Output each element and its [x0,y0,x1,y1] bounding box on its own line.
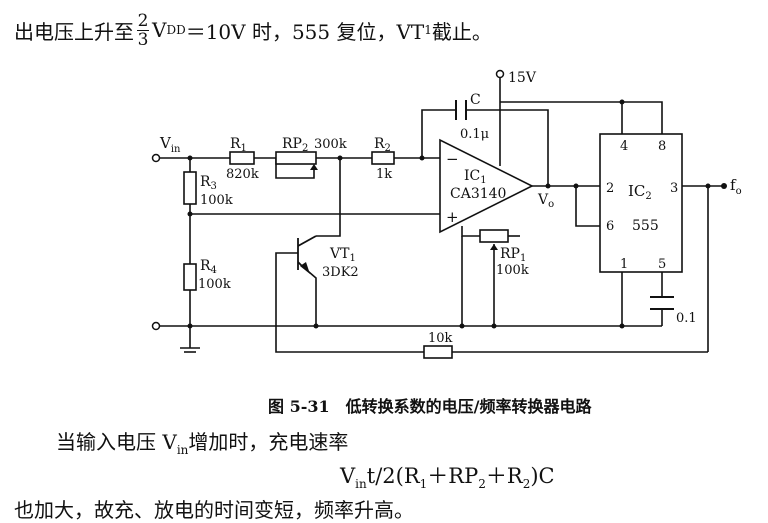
formula-sub-c: 2 [478,477,486,492]
c-value: 0.1μ [460,127,489,142]
c2-value: 0.1 [676,311,697,326]
r1-resistor [229,151,255,165]
ic2-label: IC2 [628,182,652,202]
ic2-part: 555 [632,218,659,234]
fraction-denominator: 3 [137,29,149,50]
formula-sub-d: 2 [522,477,531,492]
r3-label: R3 [200,174,217,192]
fraction-numerator: 2 [137,10,149,31]
formula-sub-a: in [355,477,367,492]
rp2-label: RP2 [282,136,308,154]
r2-value: 1k [376,167,392,182]
c2-capacitor [650,296,674,310]
vdd-subscript: DD [166,23,186,37]
ic1-label: IC1 [464,168,487,186]
pin1-label: 1 [620,257,628,272]
circuit-schematic: Vin R1 820k RP2 300k R2 1k R3 100k R4 10… [151,69,742,359]
ic1-part: CA3140 [450,186,506,202]
top-text-middle: ＝10V 时，555 复位，VT [185,19,425,44]
paragraph-1: 当输入电压 Vin增加时，充电速率 [56,426,348,457]
supply-label: 15V [508,70,537,86]
rp1-label: RP1 [500,246,526,264]
r4-value: 100k [198,277,231,292]
formula-part-d: ＋R [485,464,523,488]
rp2-value: 300k [314,137,347,152]
r2-resistor [371,151,395,165]
r4-resistor [183,263,197,291]
ground-terminal [151,321,161,331]
circuit-wires [156,78,722,353]
ic2-555-box [599,133,683,273]
fraction-bar [137,29,149,31]
r2-label: R2 [374,136,391,154]
vdd-symbol: V [152,18,167,42]
rp2-wiper-arrow [310,164,318,170]
vt1-emitter-arrow [300,262,310,274]
formula: Vint/2(R1＋RP2＋R2)C [340,460,555,491]
pin6-label: 6 [606,219,614,234]
para1-pre: 当输入电压 V [56,430,177,454]
supply-terminal [495,69,505,79]
top-text-end: 截止。 [431,19,492,44]
junction-dots [187,99,711,329]
formula-part-a: V [340,464,356,488]
c-label: C [470,92,481,108]
rp1-value: 100k [496,263,529,278]
formula-part-b: t/2(R [366,464,420,488]
pin2-label: 2 [606,181,614,196]
vt1-transistor [297,235,317,270]
r3-resistor [183,171,197,205]
rp2-potentiometer [275,151,317,165]
formula-part-e: )C [530,464,555,488]
rp1-potentiometer [479,229,509,243]
pin4-label: 4 [620,139,628,154]
pin3-label: 3 [670,181,678,196]
r4-label: R4 [200,258,217,276]
vo-label: Vo [537,192,554,210]
r1-label: R1 [230,136,247,154]
fraction-two-thirds: 2 3 [137,12,149,49]
rp1-wiper-arrow [490,244,498,250]
para1-post: 增加时，充电速率 [188,430,349,454]
ic1-opamp-symbol [439,138,534,234]
opamp-minus-label: − [446,150,459,168]
pin8-label: 8 [658,139,666,154]
r10k-resistor [423,345,453,359]
vin-label: Vin [159,134,181,155]
c-capacitor [455,100,467,120]
vt1-label: VT1 [329,246,356,264]
vin-terminal [151,153,161,163]
vt1-part: 3DK2 [322,265,359,280]
r3-value: 100k [200,193,233,208]
pin5-label: 5 [658,257,666,272]
r10k-value: 10k [428,331,453,346]
paragraph-2: 也加大，故充、放电的时间变短，频率升高。 [14,498,414,522]
formula-part-c: ＋RP [427,464,479,488]
vt-subscript: 1 [424,23,432,37]
fo-label: fo [730,176,742,197]
top-text-pre: 出电压上升至 [14,19,134,44]
para1-subscript: in [176,443,189,457]
figure-caption: 图 5-31 低转换系数的电压/频率转换器电路 [268,397,592,416]
r1-value: 820k [226,167,259,182]
opamp-plus-label: + [446,208,459,226]
fo-terminal [721,183,727,189]
formula-sub-b: 1 [419,477,428,492]
